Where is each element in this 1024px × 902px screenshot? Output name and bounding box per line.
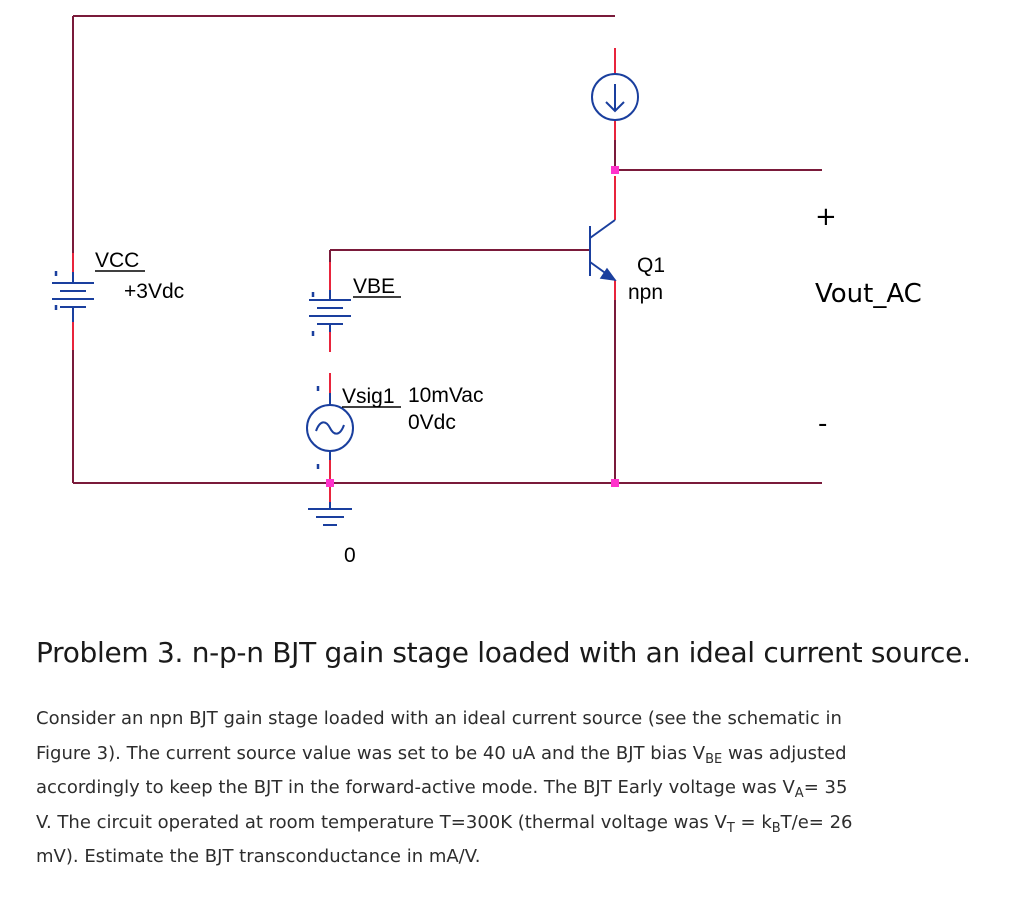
vsig-ac-label: 10mVac: [408, 384, 483, 407]
schematic-labels: VCC +3Vdc VBE Vsig1 10mVac 0Vdc Q1 npn 0…: [95, 202, 922, 567]
emitter-arrow: [599, 267, 617, 281]
output-minus-label: -: [818, 409, 827, 439]
wires: [72, 15, 822, 484]
vbe-battery-symbol: [309, 290, 351, 332]
current-source-symbol: [591, 73, 639, 121]
vcc-name-label: VCC: [95, 249, 139, 272]
vsig-ac-source-symbol: [306, 393, 354, 460]
q1-name-label: Q1: [637, 254, 665, 277]
problem-text: Consider an npn BJT gain stage loaded wi…: [36, 708, 853, 867]
node-collector: [611, 166, 619, 174]
vcc-value-label: +3Vdc: [124, 280, 184, 303]
lead-markers: [54, 271, 320, 469]
node-ground: [326, 479, 334, 487]
vcc-battery-symbol: [52, 272, 94, 322]
circuit-schematic: VCC +3Vdc VBE Vsig1 10mVac 0Vdc Q1 npn 0…: [52, 15, 922, 567]
ground-symbol: [308, 502, 352, 526]
pin-stubs: [72, 48, 616, 502]
vsig-dc-label: 0Vdc: [408, 411, 456, 434]
problem-title: Problem 3. n-p-n BJT gain stage loaded w…: [36, 636, 971, 669]
npn-transistor-symbol: [589, 219, 617, 281]
parts: [52, 73, 639, 526]
q1-type-label: npn: [628, 281, 663, 304]
ground-label: 0: [344, 544, 356, 567]
output-name-label: Vout_AC: [815, 279, 922, 309]
node-dots: [326, 166, 619, 487]
node-emitter: [611, 479, 619, 487]
vbe-name-label: VBE: [353, 275, 395, 298]
output-plus-label: +: [815, 202, 837, 232]
vsig-name-label: Vsig1: [342, 385, 395, 408]
